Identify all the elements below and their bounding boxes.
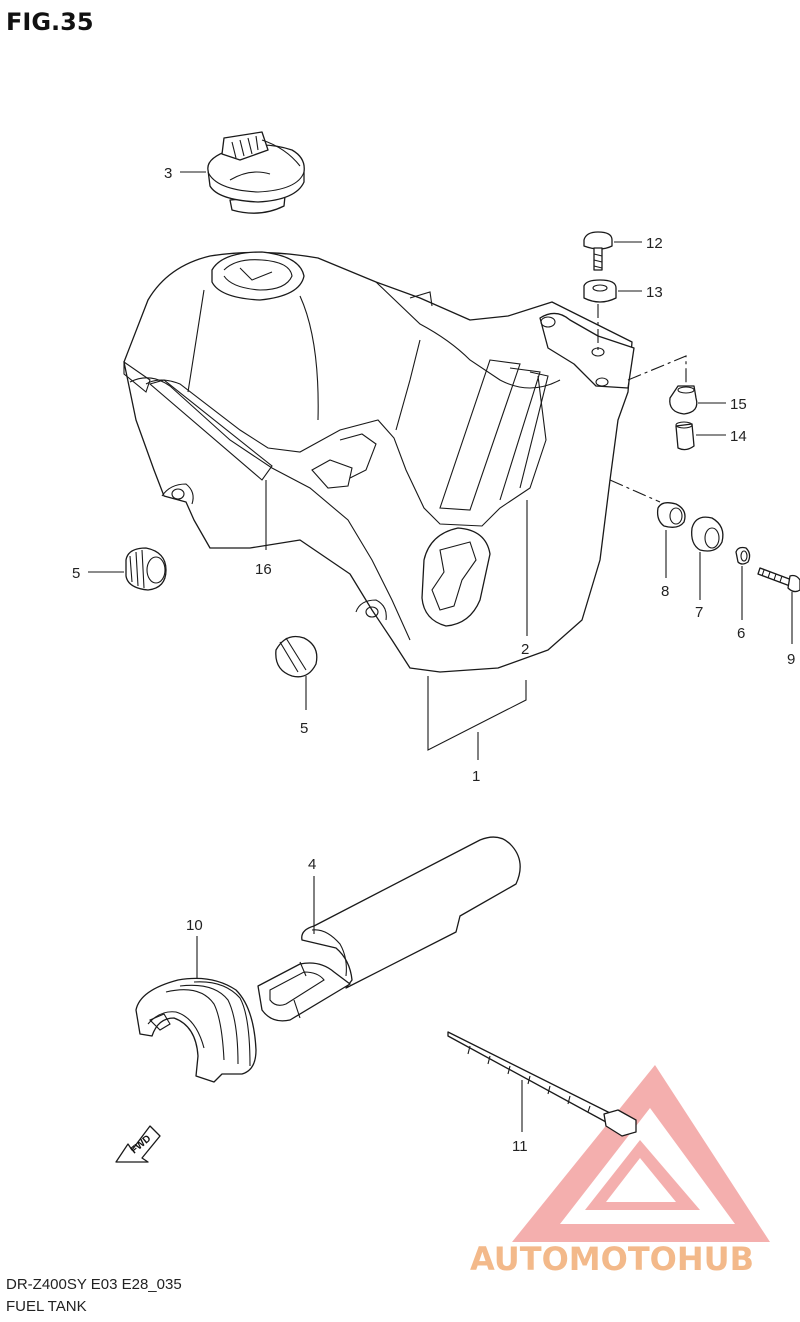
assembly-line-8 bbox=[609, 479, 661, 503]
callout-13[interactable]: 13 bbox=[646, 284, 663, 301]
figure-title: FIG.35 bbox=[6, 8, 94, 36]
cushion-8[interactable] bbox=[656, 502, 686, 528]
cable-tie[interactable] bbox=[447, 1031, 637, 1137]
callout-16[interactable]: 16 bbox=[255, 561, 272, 578]
watermark-text: AUTOMOTOHUB bbox=[470, 1240, 754, 1278]
callout-4[interactable]: 4 bbox=[308, 856, 316, 873]
callout-5a[interactable]: 5 bbox=[72, 565, 80, 582]
callout-2[interactable]: 2 bbox=[521, 641, 529, 658]
spacer-15[interactable] bbox=[669, 385, 698, 415]
watermark-logo bbox=[512, 1065, 770, 1242]
collar-14[interactable] bbox=[675, 421, 695, 451]
callout-3[interactable]: 3 bbox=[164, 165, 172, 182]
callout-8[interactable]: 8 bbox=[661, 583, 669, 600]
callout-12[interactable]: 12 bbox=[646, 235, 663, 252]
leader-1 bbox=[427, 676, 527, 751]
cushion-left[interactable] bbox=[125, 547, 167, 591]
callout-6[interactable]: 6 bbox=[737, 625, 745, 642]
hose-clamp[interactable] bbox=[135, 977, 257, 1083]
cushion-7[interactable] bbox=[691, 516, 724, 552]
callout-10[interactable]: 10 bbox=[186, 917, 203, 934]
callout-9[interactable]: 9 bbox=[787, 651, 795, 668]
assembly-line-15 bbox=[627, 355, 687, 384]
cushion-bottom[interactable] bbox=[275, 635, 318, 678]
callout-7[interactable]: 7 bbox=[695, 604, 703, 621]
bolt-9[interactable] bbox=[757, 567, 800, 593]
callout-11[interactable]: 11 bbox=[512, 1138, 528, 1155]
model-code: DR-Z400SY E03 E28_035 bbox=[6, 1276, 182, 1293]
cushion-13[interactable] bbox=[583, 279, 617, 303]
watermark-brand: AUTOMOTOHUB bbox=[470, 1240, 754, 1278]
section-name: FUEL TANK bbox=[6, 1298, 87, 1315]
callout-15[interactable]: 15 bbox=[730, 396, 747, 413]
trim-strip[interactable] bbox=[148, 379, 273, 481]
fuel-tank[interactable] bbox=[123, 251, 635, 673]
callout-14[interactable]: 14 bbox=[730, 428, 747, 445]
fuel-cap[interactable] bbox=[207, 131, 305, 214]
callout-5b[interactable]: 5 bbox=[300, 720, 308, 737]
washer-6[interactable] bbox=[735, 546, 751, 565]
hose-protector[interactable] bbox=[257, 836, 521, 1022]
forward-arrow-icon: FWD bbox=[115, 1125, 161, 1163]
callout-1[interactable]: 1 bbox=[472, 768, 480, 785]
bolt-12[interactable] bbox=[583, 231, 613, 271]
